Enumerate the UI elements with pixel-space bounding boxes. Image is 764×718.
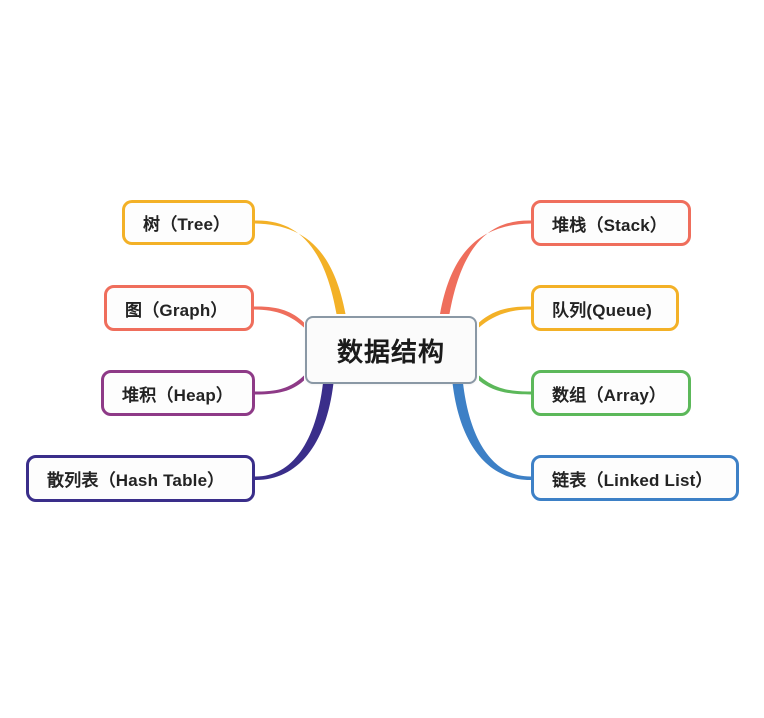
node-array[interactable]: 数组（Array） xyxy=(531,370,691,416)
node-graph-label: 图（Graph） xyxy=(125,300,228,320)
node-stack-label: 堆栈（Stack） xyxy=(552,215,668,235)
node-queue-label: 队列(Queue) xyxy=(552,300,653,320)
branch-curve-array xyxy=(479,375,531,395)
branch-curve-heap xyxy=(255,375,304,395)
node-tree-label: 树（Tree） xyxy=(143,215,231,234)
branch-curve-queue xyxy=(479,306,531,328)
branch-curve-hash xyxy=(255,383,334,481)
node-hash-table-label: 散列表（Hash Table） xyxy=(47,471,225,490)
node-linked-list[interactable]: 链表（Linked List） xyxy=(531,455,739,501)
node-stack[interactable]: 堆栈（Stack） xyxy=(531,200,691,246)
branch-curve-graph xyxy=(254,306,304,328)
branch-curve-tree xyxy=(255,220,346,314)
node-graph[interactable]: 图（Graph） xyxy=(104,285,254,331)
node-heap[interactable]: 堆积（Heap） xyxy=(101,370,255,416)
center-node-data-structure[interactable]: 数据结构 xyxy=(305,316,477,384)
node-linked-list-label: 链表（Linked List） xyxy=(552,470,713,490)
node-heap-label: 堆积（Heap） xyxy=(122,385,234,405)
node-hash-table[interactable]: 散列表（Hash Table） xyxy=(26,455,255,502)
center-node-label: 数据结构 xyxy=(336,336,445,367)
node-queue[interactable]: 队列(Queue) xyxy=(531,285,679,331)
node-array-label: 数组（Array） xyxy=(552,385,667,405)
branch-curve-linked-list xyxy=(452,383,531,481)
branch-curve-stack xyxy=(440,220,531,314)
node-tree[interactable]: 树（Tree） xyxy=(122,200,255,245)
